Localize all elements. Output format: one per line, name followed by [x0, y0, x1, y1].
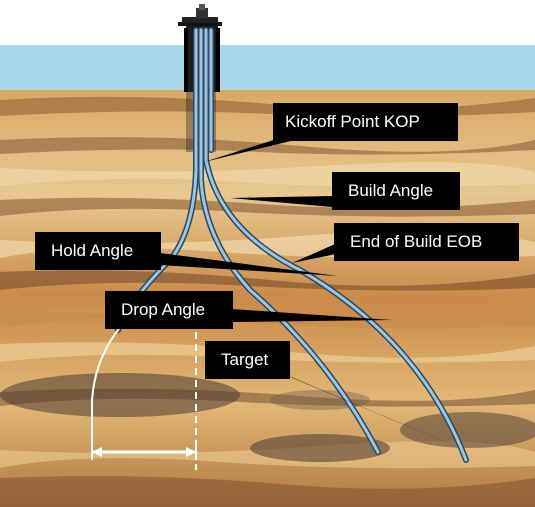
pointer-eob — [292, 241, 346, 263]
wellbore-extended — [204, 28, 468, 462]
pointer-target — [270, 368, 464, 450]
label-hold-angle: Hold Angle — [35, 232, 161, 270]
label-end-of-build: End of Build EOB — [334, 223, 519, 261]
drop-angle-reference — [91, 320, 197, 470]
pointer-drop — [232, 309, 392, 322]
pointer-build — [230, 196, 332, 207]
pointer-kickoff — [204, 138, 295, 162]
callout-pointers — [160, 138, 464, 450]
label-kickoff-point: Kickoff Point KOP — [273, 103, 458, 141]
wellbores — [115, 27, 469, 463]
pointer-hold — [160, 253, 338, 276]
label-build-angle: Build Angle — [332, 172, 460, 210]
label-drop-angle: Drop Angle — [105, 291, 233, 329]
label-target: Target — [205, 341, 290, 379]
wellbore-build-hold — [199, 28, 380, 454]
sky-band — [0, 45, 535, 93]
reservoir-shadows — [0, 373, 535, 462]
